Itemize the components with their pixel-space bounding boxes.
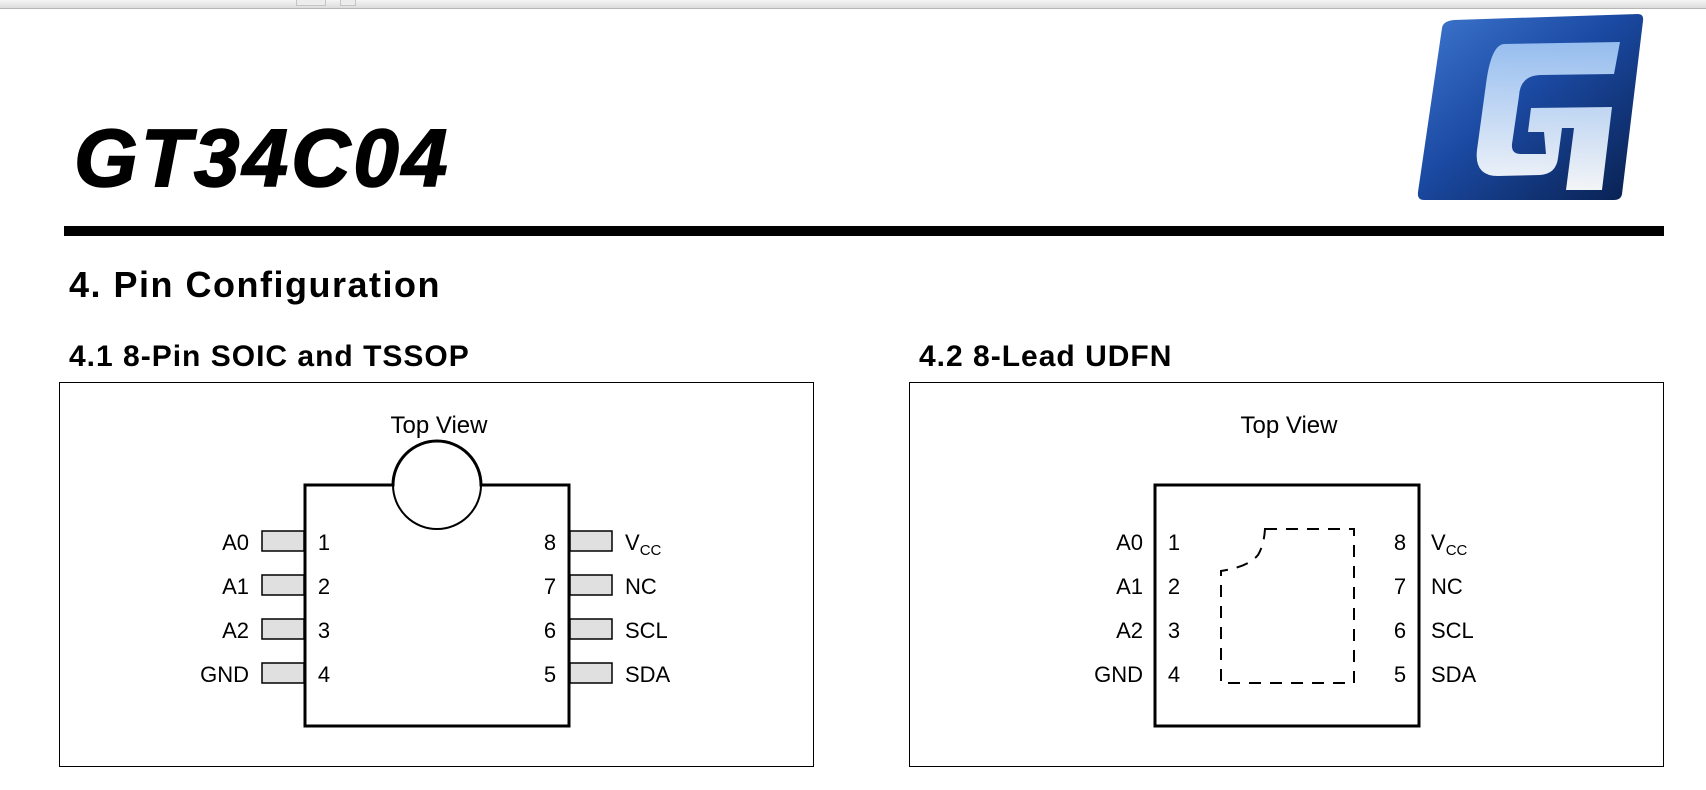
gt-logo-icon: [1417, 14, 1644, 200]
pin-number: 3: [318, 618, 330, 643]
pin-number: 2: [318, 574, 330, 599]
pin-name: A2: [222, 618, 249, 643]
pin-name: VCC: [1431, 530, 1468, 559]
soic-diagram-panel: Top View A0 A1 A2 GND 1 2 3 4 8 7: [59, 382, 814, 767]
pin-lead-4: [261, 662, 305, 684]
ic-body: [303, 439, 571, 728]
pin-name: A0: [222, 530, 249, 555]
udfn-diagram-panel: Top View A0 A1 A2 GND 1 2 3 4 8 7 6 5 VC…: [909, 382, 1664, 767]
pin-number: 2: [1168, 574, 1180, 599]
pin-number: 4: [1168, 662, 1180, 687]
pin-number: 1: [1168, 530, 1180, 555]
pin-name: VCC: [625, 530, 662, 559]
pin-name: GND: [1094, 662, 1143, 687]
pin-name: A0: [1116, 530, 1143, 555]
pin-number: 3: [1168, 618, 1180, 643]
pin-name: NC: [1431, 574, 1463, 599]
pin-name: SDA: [1431, 662, 1477, 687]
udfn-pinout-diagram: Top View A0 A1 A2 GND 1 2 3 4 8 7 6 5 VC…: [1094, 412, 1477, 728]
ic-body: [1153, 483, 1421, 728]
top-view-label: Top View: [1241, 412, 1339, 439]
pin-lead-1: [261, 530, 305, 552]
pin-lead-8: [569, 530, 613, 552]
pin-lead-3: [261, 618, 305, 640]
pin-lead-6: [569, 618, 613, 640]
pin-number: 7: [1394, 574, 1406, 599]
pin-number: 1: [318, 530, 330, 555]
header-rule: [64, 226, 1664, 236]
pin-name: NC: [625, 574, 657, 599]
top-view-label: Top View: [391, 412, 489, 439]
pin-number: 5: [1394, 662, 1406, 687]
pin-name: GND: [200, 662, 249, 687]
pin-number: 8: [1394, 530, 1406, 555]
soic-pinout-diagram: Top View A0 A1 A2 GND 1 2 3 4 8 7: [200, 412, 671, 728]
pin-lead-2: [261, 574, 305, 596]
pin-number: 4: [318, 662, 330, 687]
pin-lead-7: [569, 574, 613, 596]
pin-name: SCL: [625, 618, 668, 643]
soic-subtitle: 4.1 8-Pin SOIC and TSSOP: [69, 340, 470, 373]
pin-number: 6: [544, 618, 556, 643]
pin-number: 7: [544, 574, 556, 599]
pin-name: A2: [1116, 618, 1143, 643]
udfn-subtitle: 4.2 8-Lead UDFN: [919, 340, 1173, 373]
toolbar-tab-stub: [340, 0, 356, 6]
pin-name: A1: [1116, 574, 1143, 599]
pin-number: 5: [544, 662, 556, 687]
toolbar-tab-stub: [296, 0, 326, 6]
pin-number: 8: [544, 530, 556, 555]
pin-lead-5: [569, 662, 613, 684]
pin1-notch: [392, 484, 482, 530]
browser-top-strip: [0, 0, 1706, 9]
exposed-pad-outline: [1220, 528, 1355, 684]
pin-name: A1: [222, 574, 249, 599]
pin-number: 6: [1394, 618, 1406, 643]
document-title: GT34C04: [73, 113, 451, 204]
pin-name: SDA: [625, 662, 671, 687]
section-title: 4. Pin Configuration: [69, 264, 441, 305]
pin-name: SCL: [1431, 618, 1474, 643]
